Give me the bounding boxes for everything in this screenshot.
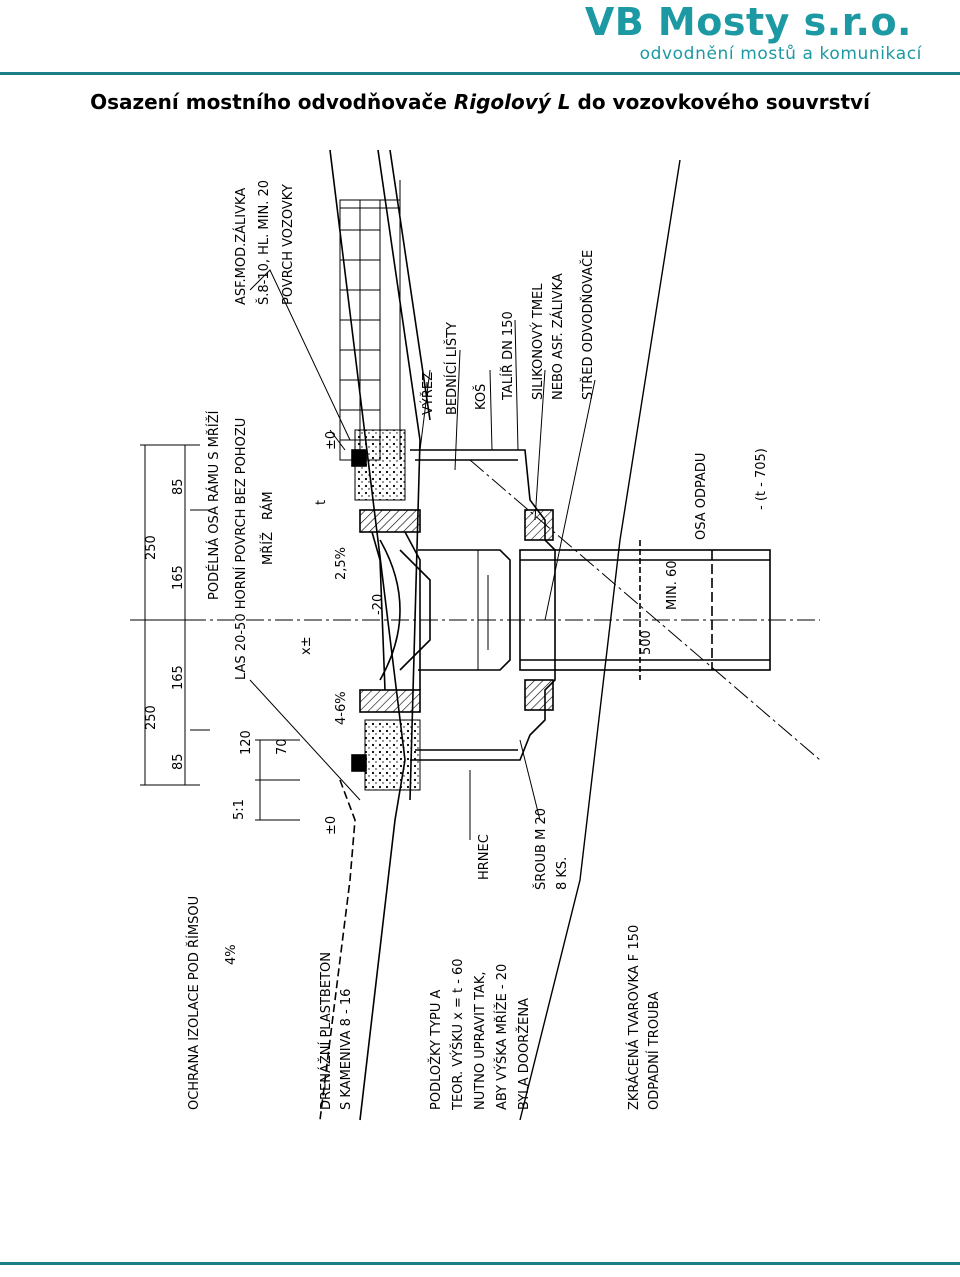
dim-70: 70 (275, 738, 290, 755)
dim-min-60: MIN. 60 (665, 560, 680, 610)
label-bednici-listy: BEDNÍCÍ LIŠTY (444, 322, 460, 415)
concrete-fill (354, 429, 421, 791)
label-asf-zalivka: ASF.MOD.ZÁLIVKA (233, 188, 249, 305)
dim-pm0-a: ±0 (324, 431, 339, 450)
label-podlozky-3: NUTNO UPRAVIT TAK, (473, 972, 488, 1110)
label-stred-odvodnovace: STŘED ODVODŇOVAČE (580, 250, 596, 400)
dim-85-a: 85 (171, 478, 186, 495)
label-sroub: ŠROUB M 20 (533, 808, 549, 890)
ratio-51: 5:1 (232, 799, 247, 820)
dim-500: 500 (639, 630, 654, 655)
dimension-lines (140, 180, 401, 821)
label-silikonovy-tmel: SILIKONOVÝ TMEL (530, 283, 546, 400)
label-mriz: MŘÍŽ (260, 532, 276, 565)
centerlines (130, 459, 821, 761)
technical-drawing: ASF.MOD.ZÁLIVKA Š.8-10, HL. MIN. 20 POVR… (0, 120, 960, 1255)
label-asf-zalivka-2: Š.8-10, HL. MIN. 20 (256, 180, 272, 305)
label-podlozky-2: TEOR. VÝŠKU x = t - 60 (450, 958, 466, 1111)
footer-divider (0, 1262, 960, 1265)
label-drenazni-2: S KAMENIVA 8 - 16 (339, 989, 354, 1110)
page-title: Osazení mostního odvodňovače Rigolový L … (0, 90, 960, 114)
title-part-1: Osazení mostního odvodňovače (90, 90, 454, 114)
label-povrch-vozovky: POVRCH VOZOVKY (281, 184, 296, 305)
title-product-name: Rigolový L (453, 90, 571, 114)
slope-4pct: 4% (224, 944, 239, 965)
label-zkracena-1: ZKRÁCENÁ TVAROVKA F 150 (626, 925, 642, 1110)
dim-165-a: 165 (171, 565, 186, 590)
company-logo: VB Mosty s.r.o. (584, 0, 912, 44)
dim-pm0-b: ±0 (324, 816, 339, 835)
drawing-labels: ASF.MOD.ZÁLIVKA Š.8-10, HL. MIN. 20 POVR… (186, 180, 709, 1111)
drain-line (319, 779, 356, 1121)
dim-x-pm: x± (299, 636, 314, 655)
frame-and-grate (351, 449, 431, 772)
dim-t: t (314, 500, 329, 505)
road-surface-line (329, 149, 406, 1121)
dim-t-705: - (t - 705) (754, 448, 769, 510)
pot-hrnec (410, 449, 556, 761)
slope-25pct: 2,5% (334, 547, 349, 580)
label-osa-odpadu: OSA ODPADU (694, 453, 709, 540)
dim-minus-20: -20 (371, 594, 386, 615)
label-ochrana-izolace: OCHRANA IZOLACE POD ŘÍMSOU (186, 896, 202, 1110)
dimension-labels: 250 250 165 165 85 85 120 70 4% 2,5% 4-6… (144, 431, 769, 965)
label-talir: TALÍŘ DN 150 (500, 311, 516, 401)
label-sroub-2: 8 KS. (555, 857, 570, 890)
label-drenazni-1: DRENÁŽNÍ PLASTBETON (318, 952, 334, 1110)
waterproofing-line (519, 159, 681, 1121)
leader-lines (249, 269, 596, 840)
label-horni-povrch: LAS 20-50 HORNÍ POVRCH BEZ POHOZU (233, 418, 249, 680)
label-podelna-osa: PODÉLNÁ OSA RÁMU S MŘÍŽÍ (206, 410, 222, 600)
outlet-pipe (519, 540, 771, 680)
dim-120: 120 (239, 730, 254, 755)
dim-250-b: 250 (144, 705, 159, 730)
dim-165-b: 165 (171, 665, 186, 690)
label-kos: KOŠ (473, 384, 489, 410)
label-silikonovy-tmel-2: NEBO ASF. ZÁLIVKA (550, 273, 566, 400)
drawing-svg: ASF.MOD.ZÁLIVKA Š.8-10, HL. MIN. 20 POVR… (130, 149, 821, 1121)
label-zkracena-2: ODPADNÍ TROUBA (646, 992, 662, 1110)
header: VB Mosty s.r.o. odvodnění mostů a komuni… (0, 0, 960, 80)
surface-line-3 (389, 149, 431, 421)
label-ram: RÁM (260, 491, 276, 520)
header-divider (0, 72, 960, 75)
dim-250-a: 250 (144, 535, 159, 560)
label-vyrez: VÝŘEZ (420, 372, 436, 415)
label-hrnec: HRNEC (477, 834, 492, 880)
surface-line-2 (377, 149, 421, 801)
company-tagline: odvodnění mostů a komunikací (639, 44, 922, 64)
label-podlozky-5: BYLA DOORŽENA (516, 998, 532, 1110)
title-part-2: do vozovkového souvrství (570, 90, 870, 114)
slope-46pct: 4-6% (334, 691, 349, 725)
dim-85-b: 85 (171, 753, 186, 770)
label-podlozky-1: PODLOŽKY TYPU A (428, 989, 444, 1110)
label-podlozky-4: ABY VÝŠKA MŘÍŽE - 20 (494, 964, 510, 1110)
